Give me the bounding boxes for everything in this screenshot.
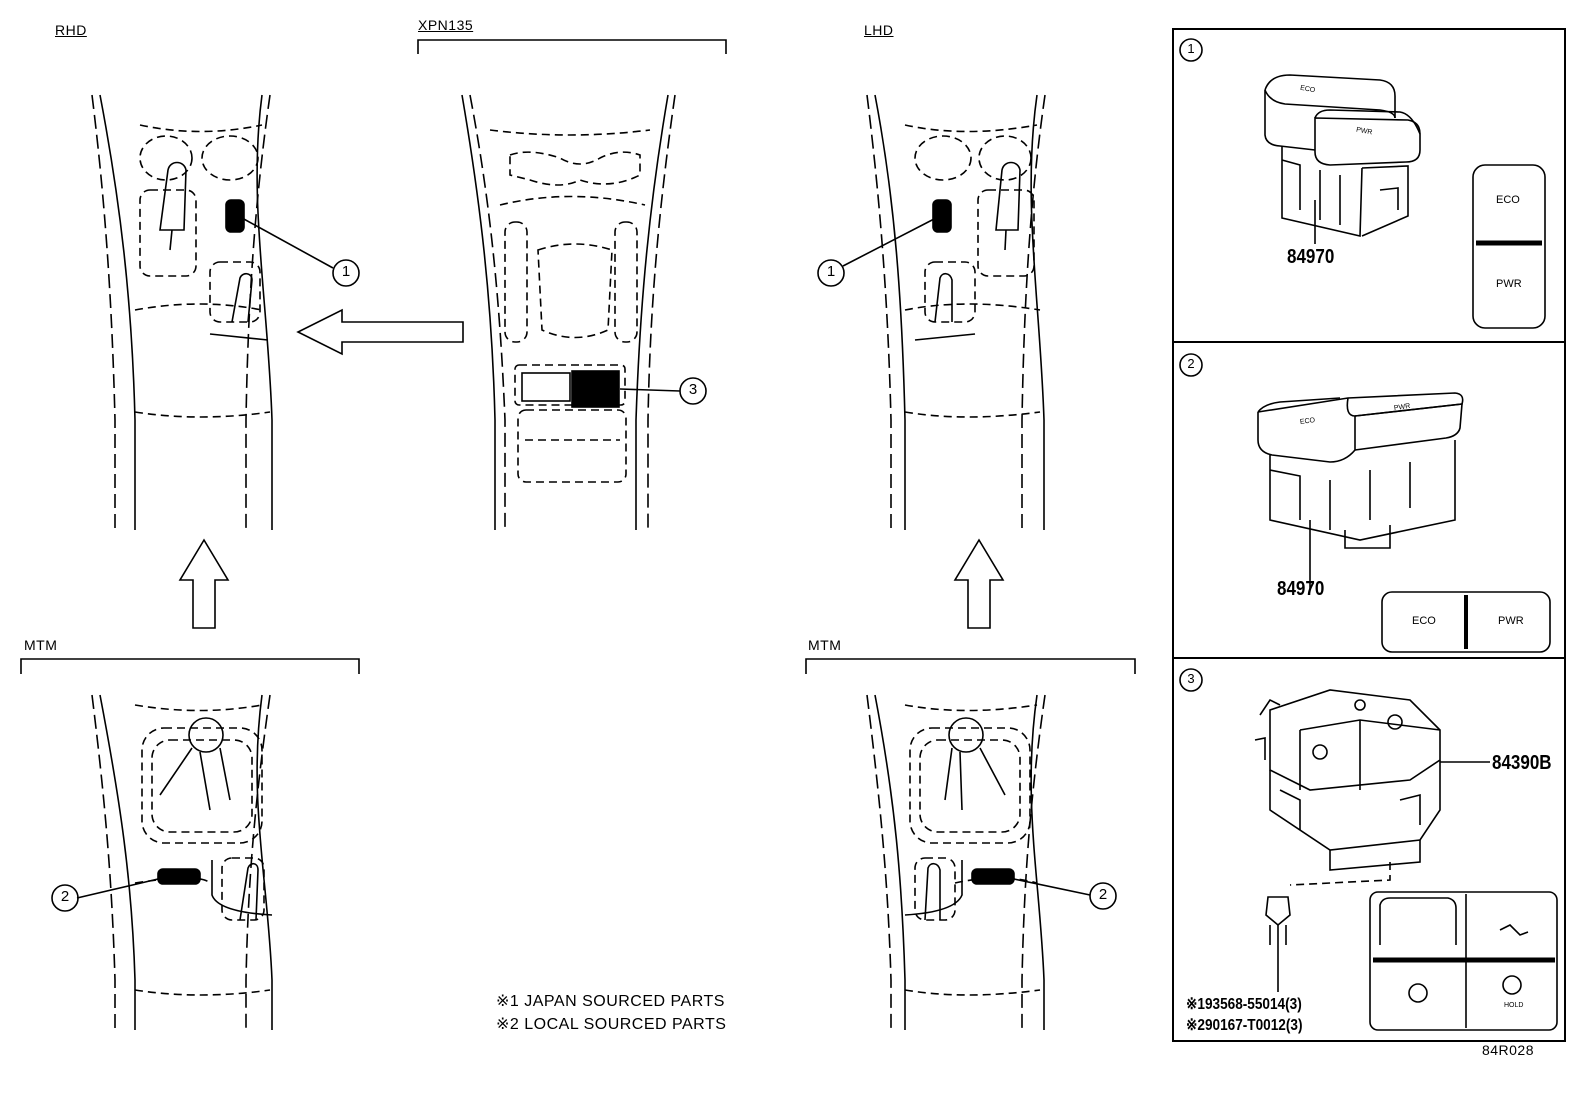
arrow-left xyxy=(296,308,464,356)
panel-3-hold-label: HOLD xyxy=(1504,1002,1524,1009)
brake-icon xyxy=(1499,924,1529,936)
callout-1-rhd: 1 xyxy=(341,263,351,280)
note-local-sourced: ※2 LOCAL SOURCED PARTS xyxy=(496,1016,727,1033)
mtm-left-console-drawing xyxy=(76,694,273,1030)
note-japan-sourced: ※1 JAPAN SOURCED PARTS xyxy=(496,993,725,1010)
view-label-mtm-right: MTM xyxy=(808,637,842,653)
detail-panels-frame xyxy=(1172,28,1566,1042)
callout-circle-1-lhd xyxy=(817,259,845,287)
callout-2-right: 2 xyxy=(1098,886,1108,903)
panel-2-button-face xyxy=(1381,591,1551,653)
auto-hold-icon xyxy=(1502,975,1522,995)
panel-1-number-circle xyxy=(1179,38,1203,62)
panel-3-button-face xyxy=(1369,891,1558,1031)
callout-circle-2-left xyxy=(51,884,79,912)
lhd-switch-1 xyxy=(932,199,952,233)
callout-circle-2-right xyxy=(1089,882,1117,910)
mtm-right-console-drawing xyxy=(866,694,1091,1030)
diagram-code: 84R028 xyxy=(1481,1042,1534,1058)
panel-1-eco-label: ECO xyxy=(1496,194,1520,206)
view-label-mtm-left: MTM xyxy=(24,637,58,653)
xpn-bracket xyxy=(417,39,727,54)
rhd-console-drawing xyxy=(91,94,334,530)
xpn-switch-3 xyxy=(571,370,620,408)
parking-brake-icon xyxy=(1408,983,1428,1003)
panel-3-part-number: 84390B xyxy=(1492,752,1552,774)
mtm-right-switch-2 xyxy=(971,868,1015,885)
panel-2-switch-drawing xyxy=(1257,392,1464,590)
xpn-console-drawing xyxy=(461,94,681,530)
panel-1-part-number: 84970 xyxy=(1287,246,1335,268)
panel-2-number-circle xyxy=(1179,353,1203,377)
view-label-lhd: LHD xyxy=(864,22,894,38)
arrow-up-left xyxy=(178,538,230,629)
callout-circle-1-rhd xyxy=(332,259,360,287)
panel-2-pwr-label: PWR xyxy=(1498,615,1524,627)
lhd-console-drawing xyxy=(842,94,1046,530)
panel-3-subpart-1: ※193568-55014(3) xyxy=(1186,996,1302,1013)
panel-3-subpart-2: ※290167-T0012(3) xyxy=(1186,1017,1303,1034)
panel-3-number: 3 xyxy=(1187,671,1195,686)
callout-3: 3 xyxy=(688,381,698,398)
callout-2-left: 2 xyxy=(60,888,70,905)
panel-2-eco-label: ECO xyxy=(1412,615,1436,627)
panel-1-button-face xyxy=(1472,164,1546,329)
panel-3-switch-drawing xyxy=(1254,689,1490,992)
panel-2-number: 2 xyxy=(1187,356,1195,371)
view-label-xpn: XPN135 xyxy=(418,17,474,33)
mtm-left-bracket xyxy=(20,658,360,674)
callout-circle-3 xyxy=(679,377,707,405)
panel-2-part-number: 84970 xyxy=(1277,578,1325,600)
mtm-right-bracket xyxy=(805,658,1136,674)
panel-3-number-circle xyxy=(1179,668,1203,692)
callout-1-lhd: 1 xyxy=(826,263,836,280)
panel-1-switch-drawing xyxy=(1264,74,1421,244)
mtm-left-switch-2 xyxy=(157,868,201,885)
rhd-switch-1 xyxy=(225,199,245,233)
panel-1-pwr-label: PWR xyxy=(1496,278,1522,290)
view-label-rhd: RHD xyxy=(55,22,87,38)
panel-1-number: 1 xyxy=(1187,41,1195,56)
arrow-up-right xyxy=(953,538,1005,629)
